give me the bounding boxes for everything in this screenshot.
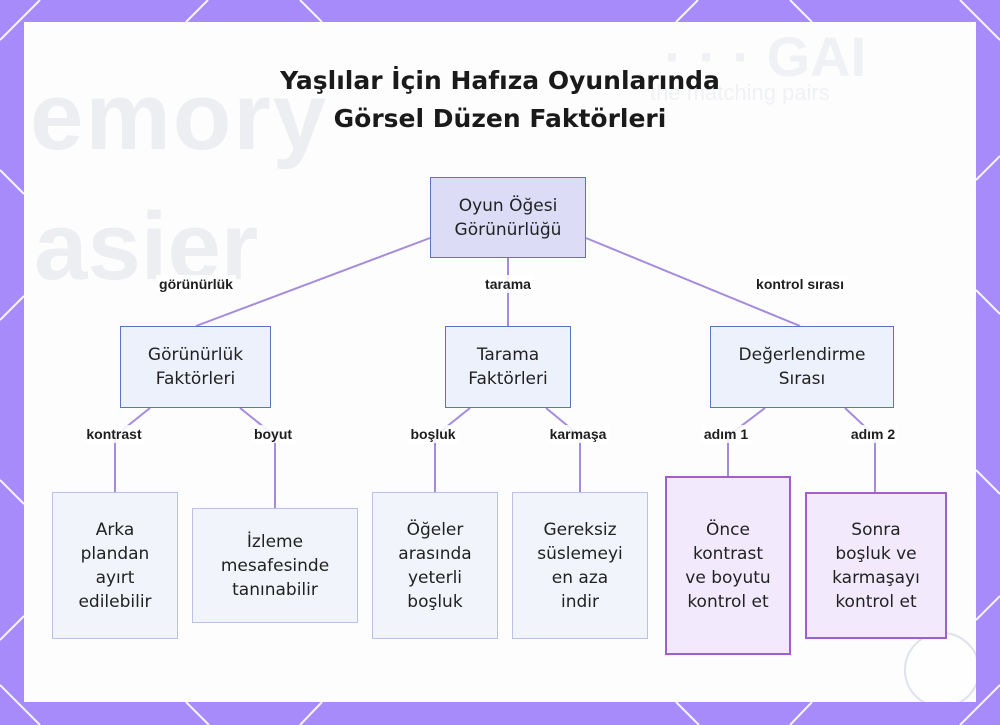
edge-label-contrast: kontrast [83, 425, 145, 443]
edge-label-clutter: karmaşa [546, 425, 610, 443]
edge-step2 [844, 407, 876, 492]
edge-clutter [545, 407, 581, 492]
evaluation-order-node: Değerlendirme Sırası [710, 326, 894, 408]
scanning-factors-node: Tarama Faktörleri [445, 326, 571, 408]
watermark-logo [904, 632, 976, 702]
edge-label-size: boyut [250, 425, 296, 443]
step1-node: Önce kontrast ve boyutu kontrol et [665, 476, 791, 655]
edge-size [239, 407, 276, 508]
edge-root-evaluation [585, 237, 801, 327]
diagram-title: Yaşlılar İçin Hafıza Oyunlarında Görsel … [0, 62, 1000, 138]
edge-spacing [434, 407, 471, 492]
edge-label-step2: adım 2 [847, 425, 899, 443]
spacing-node: Öğeler arasında yeterli boşluk [372, 492, 498, 639]
edge-contrast [114, 407, 151, 492]
background-word: emory [30, 63, 329, 170]
edge-label-visibility: görünürlük [156, 275, 236, 293]
edge-label-evaluation: kontrol sırası [753, 275, 847, 293]
visibility-factors-node: Görünürlük Faktörleri [120, 326, 271, 408]
edge-label-step1: adım 1 [700, 425, 752, 443]
background-word: · · · GAI [664, 25, 867, 88]
viewing-distance-node: İzleme mesafesinde tanınabilir [192, 508, 358, 623]
root-node: Oyun Öğesi Görünürlüğü [430, 177, 586, 258]
title-line-2: Görsel Düzen Faktörleri [333, 104, 667, 133]
background-word: the matching pairs [650, 80, 830, 105]
title-line-1: Yaşlılar İçin Hafıza Oyunlarında [280, 66, 720, 95]
minimal-decoration-node: Gereksiz süslemeyi en aza indir [512, 492, 648, 639]
edge-root-visibility [195, 237, 431, 327]
edge-label-spacing: boşluk [407, 425, 459, 443]
background-separation-node: Arka plandan ayırt edilebilir [52, 492, 178, 639]
edge-label-scanning: tarama [482, 275, 534, 293]
step2-node: Sonra boşluk ve karmaşayı kontrol et [805, 492, 947, 639]
